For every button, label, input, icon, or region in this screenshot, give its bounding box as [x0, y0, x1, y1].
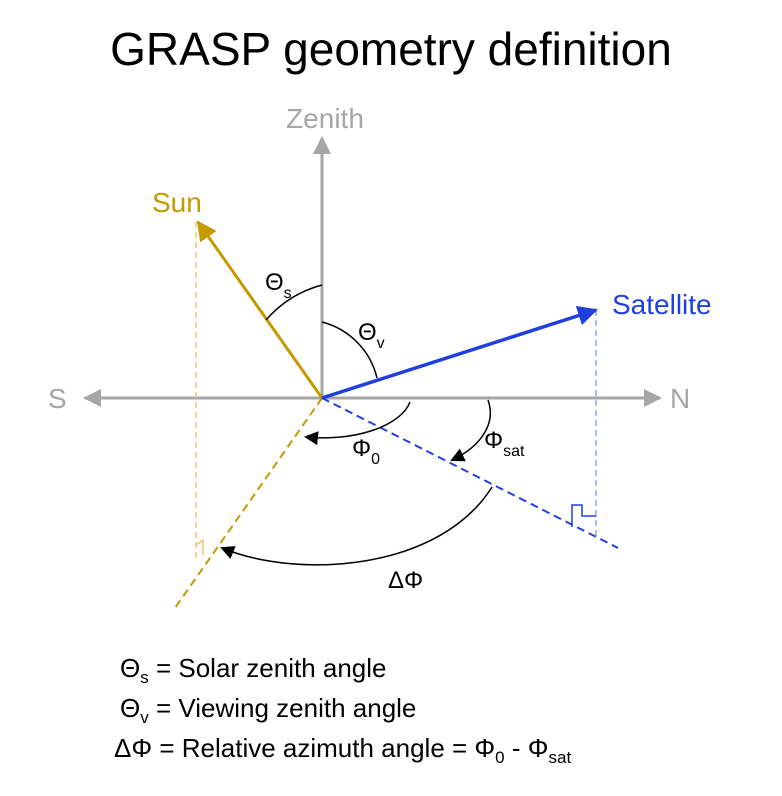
- legend-row-theta-s: Θs = Solar zenith angle: [120, 653, 387, 687]
- zenith-label: Zenith: [286, 103, 364, 134]
- north-label: N: [670, 383, 690, 414]
- phisat-label: Φsat: [484, 427, 525, 460]
- legend: Θs = Solar zenith angle Θv = Viewing zen…: [114, 648, 571, 768]
- phi0-label: Φ0: [352, 435, 380, 468]
- sun-vector: [196, 220, 324, 399]
- theta-v-arc: [321, 321, 378, 379]
- page-title: GRASP geometry definition: [110, 23, 672, 75]
- satellite-vector: [321, 305, 598, 400]
- legend-row-delta-phi: ΔΦ = Relative azimuth angle = Φ0 - Φsat: [114, 733, 572, 767]
- sun-label: Sun: [152, 187, 202, 218]
- sun-azimuth-dashed: [174, 397, 323, 609]
- delta-phi-arc: [220, 486, 493, 566]
- sun-right-angle: [195, 538, 204, 555]
- satellite-right-angle: [571, 504, 596, 527]
- theta-s-label: Θs: [265, 269, 292, 302]
- theta-v-label: Θv: [358, 319, 385, 352]
- satellite-label: Satellite: [612, 289, 712, 320]
- phisat-arc: [450, 399, 492, 462]
- south-label: S: [48, 383, 67, 414]
- delta-phi-label: ΔΦ: [388, 567, 423, 594]
- theta-s-arc: [265, 284, 323, 321]
- satellite-azimuth-dashed: [321, 397, 619, 549]
- legend-row-theta-v: Θv = Viewing zenith angle: [120, 693, 417, 727]
- phi0-arc: [304, 401, 411, 446]
